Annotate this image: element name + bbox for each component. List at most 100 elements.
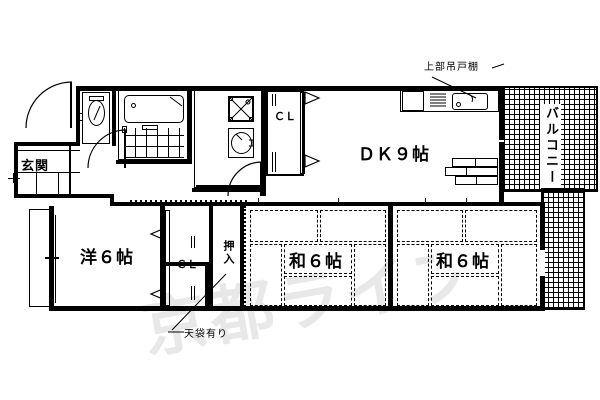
closet-dk-arrow-top [304, 91, 321, 105]
washitsu2-label: 和６帖 [434, 247, 492, 272]
tatami-1a [250, 210, 318, 242]
washroom-wall-bottom [192, 188, 266, 192]
bath-room [118, 90, 188, 160]
oshiire-right [240, 206, 244, 310]
closet-yo-door-4 [194, 286, 195, 300]
washer-corner-br [249, 117, 253, 121]
closet-yo-arrow-top [149, 227, 166, 241]
tatami-1c [250, 244, 282, 306]
toilet-tank [89, 96, 104, 101]
wall-lower-bottom [49, 306, 545, 311]
closet-yo-arrow-bottom [149, 287, 166, 301]
washer-corner-bl [229, 117, 233, 121]
washitsu1-label: 和６帖 [287, 247, 345, 272]
closet-yo-right [205, 262, 209, 310]
tatami-2c [397, 244, 429, 306]
genkan-tile-h2 [18, 150, 80, 151]
washitsu2-balcony-jamb [540, 248, 545, 250]
toilet-seat-line [93, 105, 101, 121]
closet-dk-door-l3 [272, 152, 273, 172]
closet-dk-arrow-bottom [304, 154, 321, 168]
closet-yo-door-2 [194, 236, 195, 248]
washitsu1-opening-mark [338, 198, 339, 204]
tatami-2a [397, 210, 463, 242]
wall-genkan-top [14, 142, 80, 146]
genkan-tile-v1 [36, 172, 37, 194]
washer-tap [245, 99, 251, 105]
closet-dk-door-l4 [275, 152, 276, 172]
wall-genkan-left [14, 142, 18, 198]
wall-genkan-bottom [14, 194, 114, 198]
tatami-2e [431, 276, 499, 306]
bathtub [124, 95, 184, 123]
sink-basin [452, 93, 488, 110]
genkan-shoe-line [8, 178, 20, 179]
bath-wall-right [188, 86, 192, 164]
closet-dk-door-l1 [272, 94, 273, 106]
genkan-step [69, 146, 71, 198]
washroom-area [194, 90, 262, 188]
oshiire-label: 押入 [222, 240, 235, 266]
closet-yo-top [165, 262, 209, 266]
genkan-tile-v2 [58, 172, 59, 194]
window-sash-1 [51, 215, 53, 303]
washroom-wall-right [262, 86, 266, 196]
balcony-label: バルコニー [540, 104, 561, 188]
closet-dk-label: ＣＬ [274, 110, 296, 123]
opening-tick-2 [425, 198, 426, 204]
dk-sliding-door [499, 140, 504, 142]
sink-drain [456, 102, 461, 107]
stove-space [402, 91, 424, 111]
step-joint-1 [475, 158, 476, 167]
wall-washitsu1-right [388, 206, 393, 310]
oshiire-left [209, 206, 213, 310]
sink-faucet [467, 93, 473, 103]
washroom-threshold [196, 185, 260, 187]
entrance-door-panel [70, 82, 72, 128]
tatami-2d [431, 244, 499, 274]
toilet-wall-right [112, 86, 116, 146]
genkan-tile-h1 [18, 172, 80, 173]
tatami-1b [320, 210, 386, 242]
corridor-dotted-line [130, 200, 250, 202]
tatami-2f [501, 244, 537, 306]
washbasin-bowl [231, 132, 252, 154]
step-joint-2 [466, 167, 467, 176]
bath-wall-bottom [116, 160, 192, 164]
closet-dk-rail [300, 92, 305, 174]
kitchen-counter [400, 90, 499, 112]
toilet-paper-holder [78, 113, 83, 121]
opening-tick-1 [258, 198, 259, 204]
toilet-door-arc [87, 129, 127, 169]
closet-yo-door-1 [191, 236, 192, 248]
tatami-1d [284, 244, 352, 274]
wall-top [76, 86, 504, 91]
washitsu2-balcony-opening [540, 248, 545, 276]
wall-lower-block-top [110, 202, 545, 206]
closet-dk-door-l2 [275, 94, 276, 106]
entrance-door-arc [25, 81, 73, 129]
washbasin-faucet [235, 133, 243, 141]
tatami-1e [284, 276, 352, 306]
washbasin-side [249, 139, 254, 147]
balcony-hatch-lower [543, 190, 583, 308]
closet-dk [266, 90, 304, 176]
tatami-2b [465, 210, 537, 242]
tenbukuro-leader [171, 273, 227, 331]
genkan-label: 玄関 [21, 159, 50, 174]
upper-cabinet-label: 上部吊戸棚 [424, 62, 479, 73]
step-joint-3 [476, 176, 477, 185]
kitchen-counter-top [400, 86, 499, 90]
closet-yo-door-3 [191, 286, 192, 300]
closet-yo-rail [165, 210, 170, 306]
washer-space [228, 96, 254, 122]
bath-shower-valve [122, 126, 127, 133]
wall-corridor-bottom [110, 194, 114, 206]
upper-cabinet-leader-tail [491, 63, 505, 69]
washer-x-2 [229, 97, 253, 121]
